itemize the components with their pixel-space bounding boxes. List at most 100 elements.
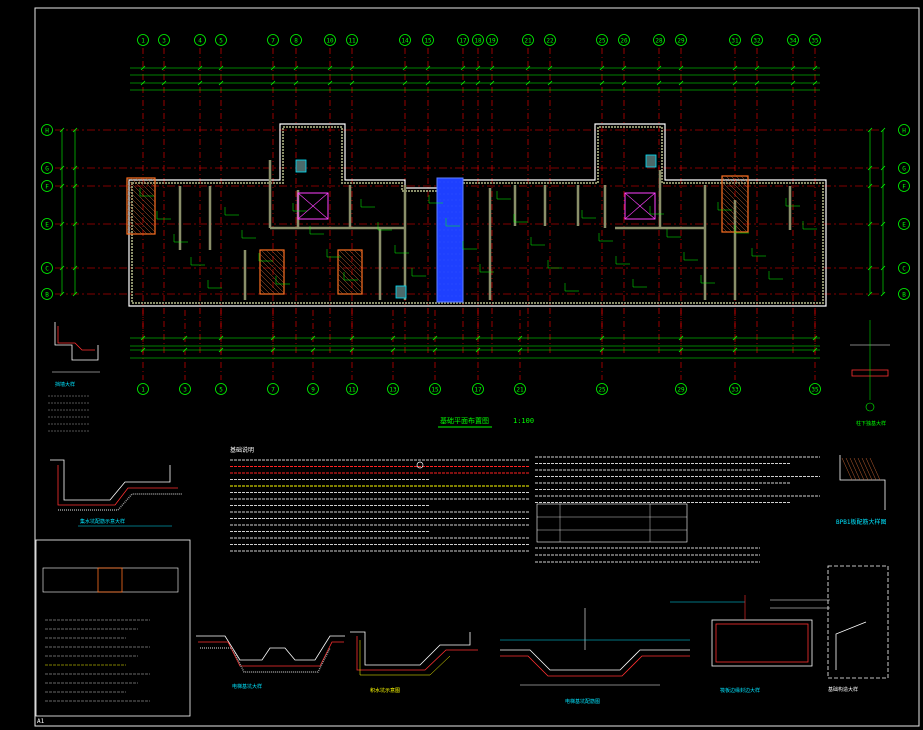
axis-top-4 — [194, 34, 206, 46]
foundation-walls — [126, 123, 827, 307]
axis-top-28-label: 28 — [655, 37, 663, 44]
axis-bottom-35-label: 35 — [811, 386, 819, 393]
plan-title: 基础平面布置图 — [440, 416, 489, 425]
axis-bottom-25 — [596, 383, 608, 395]
axis-top-21 — [522, 34, 534, 46]
axis-left-H — [41, 124, 53, 136]
axis-top-17-label: 17 — [459, 37, 467, 44]
axis-bottom-17 — [472, 383, 484, 395]
axis-top-19-label: 19 — [488, 37, 496, 44]
axis-top-34 — [787, 34, 799, 46]
pit-detail-b-title: 积水坑示意图 — [370, 687, 400, 694]
note-box — [35, 539, 191, 717]
axis-right-H-label: H — [902, 127, 906, 134]
axis-bottom-5 — [215, 383, 227, 395]
axis-right-C-label: C — [902, 265, 906, 272]
rebar-table — [536, 503, 688, 543]
wall-detail-title: 挡墙大样 — [55, 381, 75, 388]
axis-right-B-label: B — [902, 291, 906, 298]
grid-lines — [55, 48, 880, 380]
axis-left-B — [41, 288, 53, 300]
sump-square — [645, 154, 657, 168]
axis-bottom-17-label: 17 — [474, 386, 482, 393]
axis-top-22 — [544, 34, 556, 46]
axis-top-1-label: 1 — [141, 37, 145, 44]
axis-bottom-13-label: 13 — [389, 386, 397, 393]
axis-top-14 — [399, 34, 411, 46]
axis-top-28 — [653, 34, 665, 46]
axis-bottom-1-label: 1 — [141, 386, 145, 393]
axis-top-4-label: 4 — [198, 37, 202, 44]
axis-top-7 — [267, 34, 279, 46]
bp-detail-title: BPB1板配筋大样图 — [836, 518, 886, 526]
hatch-block — [259, 249, 285, 295]
axis-right-C — [898, 262, 910, 274]
axis-top-29-label: 29 — [677, 37, 685, 44]
axis-right-E-label: E — [902, 221, 906, 228]
axis-top-26 — [618, 34, 630, 46]
axis-top-11-label: 11 — [348, 37, 356, 44]
axis-bottom-7-label: 7 — [271, 386, 275, 393]
notes-block — [230, 456, 820, 563]
sump-square — [395, 285, 407, 299]
axis-top-15 — [422, 34, 434, 46]
axis-left-H-label: H — [45, 127, 49, 134]
axis-top-35 — [809, 34, 821, 46]
axis-top-31-label: 31 — [731, 37, 739, 44]
axis-top-31 — [729, 34, 741, 46]
sump-detail-title: 集水坑配筋示意大样 — [80, 518, 125, 525]
elevator-pit — [297, 192, 329, 220]
axis-right-G-label: G — [902, 165, 906, 172]
axis-top-8 — [290, 34, 302, 46]
axis-top-3-label: 3 — [162, 37, 166, 44]
axis-bottom-15-label: 15 — [431, 386, 439, 393]
axis-left-C-label: C — [45, 265, 49, 272]
axis-bottom-3-label: 3 — [183, 386, 187, 393]
axis-left-C — [41, 262, 53, 274]
hatch-block — [337, 249, 363, 295]
column-detail-title: 柱下独基大样 — [856, 420, 886, 427]
axis-top-18 — [472, 34, 484, 46]
axis-bottom-1 — [137, 383, 149, 395]
axis-top-22-label: 22 — [546, 37, 554, 44]
axis-bottom-25-label: 25 — [598, 386, 606, 393]
axis-bottom-3 — [179, 383, 191, 395]
axis-top-3 — [158, 34, 170, 46]
axis-left-E-label: E — [45, 221, 49, 228]
axis-top-26-label: 26 — [620, 37, 628, 44]
axis-bottom-13 — [387, 383, 399, 395]
axis-top-14-label: 14 — [401, 37, 409, 44]
axis-top-10 — [324, 34, 336, 46]
axis-top-5 — [215, 34, 227, 46]
axis-top-15-label: 15 — [424, 37, 432, 44]
axis-bottom-11-label: 11 — [348, 386, 356, 393]
axis-bottom-5-label: 5 — [219, 386, 223, 393]
axis-top-21-label: 21 — [524, 37, 532, 44]
sump-square — [295, 159, 307, 173]
axis-bottom-21 — [514, 383, 526, 395]
axis-right-E — [898, 218, 910, 230]
axis-left-F — [41, 180, 53, 192]
water-pit — [436, 177, 464, 303]
axis-bottom-33-label: 33 — [731, 386, 739, 393]
pit-detail-d-title: 筏板边缘封边大样 — [720, 687, 760, 694]
plan-scale: 1:100 — [513, 417, 534, 425]
axis-left-G — [41, 162, 53, 174]
axis-top-19 — [486, 34, 498, 46]
axis-top-17 — [457, 34, 469, 46]
axis-top-32-label: 32 — [753, 37, 761, 44]
detail-drawings — [35, 320, 890, 717]
axis-right-F — [898, 180, 910, 192]
axis-left-G-label: G — [45, 165, 49, 172]
sheet-frame — [34, 7, 920, 727]
axis-left-E — [41, 218, 53, 230]
notes-title: 基础说明 — [230, 446, 254, 454]
elevator-pit — [624, 192, 656, 220]
axis-top-35-label: 35 — [811, 37, 819, 44]
axis-top-7-label: 7 — [271, 37, 275, 44]
axis-right-B — [898, 288, 910, 300]
